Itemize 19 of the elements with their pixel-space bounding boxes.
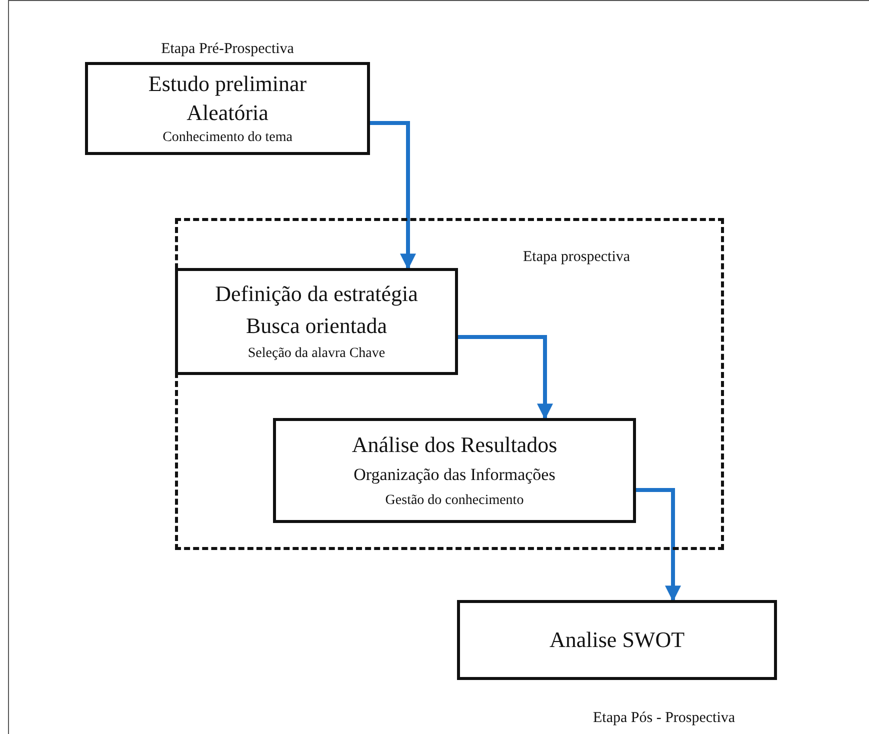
stage-label: Etapa prospectiva bbox=[523, 249, 630, 266]
process-box bbox=[273, 418, 636, 523]
box-text: Estudo preliminar bbox=[148, 71, 307, 96]
box-text: Busca orientada bbox=[246, 313, 388, 339]
stage-label: Etapa Pré-Prospectiva bbox=[160, 41, 295, 58]
box-text: Aleatória bbox=[186, 100, 268, 126]
box-text: Organização das Informações bbox=[354, 465, 556, 485]
arrow bbox=[636, 488, 681, 602]
box-text: Conhecimento do tema bbox=[162, 130, 292, 146]
process-box bbox=[175, 268, 458, 375]
arrow bbox=[370, 121, 416, 270]
stage-label: Etapa Pós - Prospectiva bbox=[593, 710, 736, 727]
stage-group-box bbox=[175, 218, 724, 550]
box-text: Análise dos Resultados bbox=[352, 432, 558, 457]
box-text: Seleção da alavra Chave bbox=[248, 346, 386, 362]
arrow bbox=[458, 335, 553, 420]
box-text: Definição da estratégia bbox=[215, 280, 418, 306]
box-text: Gestão do conhecimento bbox=[385, 493, 524, 510]
box-text: Analise SWOT bbox=[549, 627, 685, 653]
